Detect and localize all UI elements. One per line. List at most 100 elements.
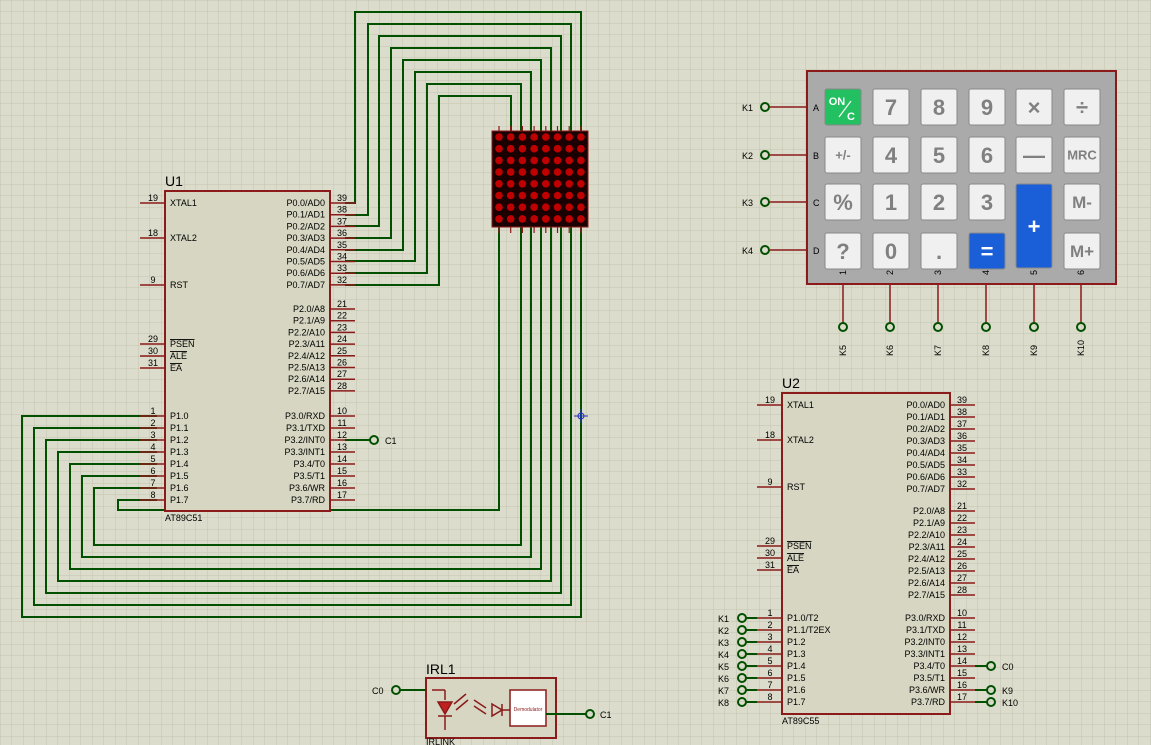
u1-c1-terminal[interactable]: C1 (345, 435, 397, 446)
key-7-r0c1[interactable]: 7 (872, 88, 910, 126)
key--r2c0[interactable]: % (824, 183, 862, 221)
key-M-r2c5[interactable]: M- (1063, 183, 1101, 221)
keypad-col-5[interactable]: 5K9 (1029, 270, 1039, 356)
net-terminal[interactable] (1076, 322, 1086, 332)
key--r0c5[interactable]: ÷ (1063, 88, 1101, 126)
net-terminal[interactable] (1029, 322, 1039, 332)
key--r0c4[interactable]: × (1015, 88, 1053, 126)
net-terminal[interactable] (885, 322, 895, 332)
key--r3c3[interactable]: = (968, 232, 1006, 270)
irl1-out-terminal[interactable] (585, 709, 595, 719)
keypad-col-2[interactable]: 2K6 (885, 270, 895, 356)
key-5-r1c2[interactable]: 5 (920, 136, 958, 174)
net-terminal[interactable] (986, 661, 996, 671)
keypad-col-3[interactable]: 3K7 (933, 270, 943, 356)
keypad-col-1[interactable]: 1K5 (838, 270, 848, 356)
key-4-r1c1[interactable]: 4 (872, 136, 910, 174)
key--r1c0[interactable]: +/- (824, 136, 862, 174)
key--r1c4[interactable]: — (1015, 136, 1053, 174)
key-ONC-r0c0[interactable]: ONC (824, 88, 862, 126)
net-terminal[interactable] (986, 697, 996, 707)
key-3-r2c3[interactable]: 3 (968, 183, 1006, 221)
net-terminal[interactable] (933, 322, 943, 332)
led-matrix[interactable] (491, 126, 589, 233)
net-terminal[interactable] (986, 685, 996, 695)
key--r3c2[interactable]: . (920, 232, 958, 270)
key-M-r3c5[interactable]: M+ (1063, 232, 1101, 270)
u2-body[interactable] (781, 392, 951, 715)
key-MRC-r1c5[interactable]: MRC (1063, 136, 1101, 174)
key-2-r2c2[interactable]: 2 (920, 183, 958, 221)
key--r3c0[interactable]: ? (824, 232, 862, 270)
net-terminal[interactable] (838, 322, 848, 332)
key--r2c4[interactable]: + (1015, 183, 1053, 269)
